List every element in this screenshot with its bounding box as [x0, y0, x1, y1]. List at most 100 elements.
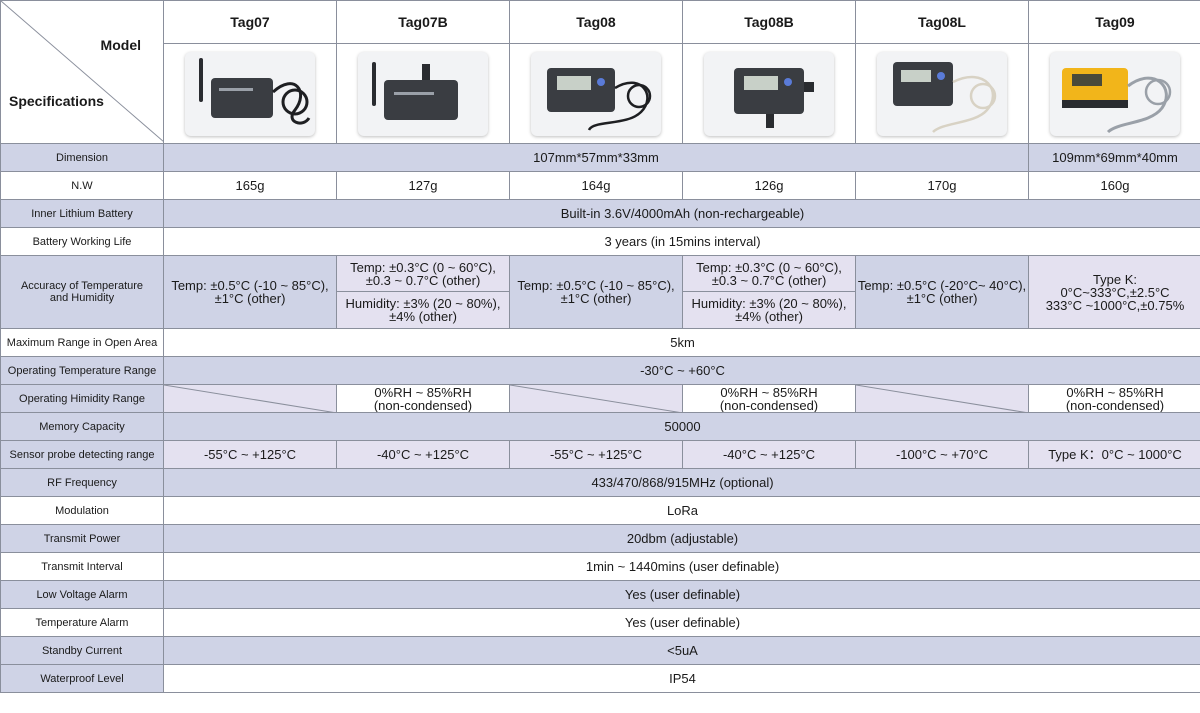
- accuracy-tag09-line3: 333°C ~1000°C,±0.75%: [1045, 297, 1185, 313]
- accuracy-tag08b-temp-line1: Temp: ±0.3°C (0 ~ 60°C),: [696, 259, 842, 275]
- row-label-max-range: Maximum Range in Open Area: [0, 328, 164, 357]
- image-cell-tag08: [509, 43, 683, 144]
- image-cell-tag08b: [682, 43, 856, 144]
- row-op-temp: Operating Temperature Range -30°C ~ +60°…: [0, 356, 1200, 385]
- product-image-tag07: [185, 51, 315, 136]
- op-humidity-tag08b-line2: (non-condensed): [719, 397, 819, 413]
- image-row: [1, 43, 1200, 144]
- value-max-range: 5km: [163, 328, 1200, 357]
- accuracy-tag09-line1: Type K:: [1092, 271, 1138, 287]
- value-op-humidity-tag07-na: [163, 384, 337, 413]
- value-nw-tag08: 164g: [509, 171, 683, 200]
- value-waterproof: IP54: [163, 664, 1200, 693]
- row-label-waterproof: Waterproof Level: [0, 664, 164, 693]
- value-nw-tag08b: 126g: [682, 171, 856, 200]
- row-label-tx-interval: Transmit Interval: [0, 552, 164, 581]
- corner-cell: Model Specifications: [0, 0, 164, 144]
- value-op-humidity-tag08b: 0%RH ~ 85%RH (non-condensed): [682, 384, 856, 413]
- value-modulation: LoRa: [163, 496, 1200, 525]
- accuracy-tag08l-line2: ±1°C (other): [906, 291, 978, 306]
- op-humidity-tag07b-line1: 0%RH ~ 85%RH: [374, 384, 472, 400]
- row-waterproof: Waterproof Level IP54: [0, 664, 1200, 693]
- value-op-humidity-tag08l-na: [855, 384, 1029, 413]
- row-label-temp-alarm: Temperature Alarm: [0, 608, 164, 637]
- accuracy-tag08b-temp: Temp: ±0.3°C (0 ~ 60°C), ±0.3 ~ 0.7°C (o…: [683, 257, 855, 292]
- row-low-voltage: Low Voltage Alarm Yes (user definable): [0, 580, 1200, 609]
- value-nw-tag08l: 170g: [855, 171, 1029, 200]
- accuracy-tag07b-temp-line2: ±0.3 ~ 0.7°C (other): [365, 272, 481, 288]
- row-op-humidity: Operating Himidity Range 0%RH ~ 85%RH (n…: [0, 384, 1200, 413]
- row-label-modulation: Modulation: [0, 496, 164, 525]
- value-accuracy-tag08b: Temp: ±0.3°C (0 ~ 60°C), ±0.3 ~ 0.7°C (o…: [682, 255, 856, 329]
- row-temp-alarm: Temperature Alarm Yes (user definable): [0, 608, 1200, 637]
- accuracy-tag07b-hum-line1: Humidity: ±3% (20 ~ 80%),: [345, 296, 501, 311]
- value-battery-life: 3 years (in 15mins interval): [163, 227, 1200, 256]
- op-humidity-tag09-line1: 0%RH ~ 85%RH: [1066, 384, 1164, 400]
- accuracy-tag08l-line1: Temp: ±0.5°C (-20°C~ 40°C),: [857, 278, 1027, 293]
- header-row: Model Specifications Tag07 Tag07B Tag08 …: [0, 0, 1200, 144]
- spec-table: Model Specifications Tag07 Tag07B Tag08 …: [0, 0, 1200, 693]
- accuracy-tag07b-temp-line1: Temp: ±0.3°C (0 ~ 60°C),: [350, 259, 496, 275]
- accuracy-tag07b-temp: Temp: ±0.3°C (0 ~ 60°C), ±0.3 ~ 0.7°C (o…: [337, 257, 509, 292]
- image-cell-tag07: [163, 43, 337, 144]
- product-image-tag07b: [358, 51, 488, 136]
- row-label-battery: Inner Lithium Battery: [0, 199, 164, 228]
- row-label-low-voltage: Low Voltage Alarm: [0, 580, 164, 609]
- op-humidity-tag09-line2: (non-condensed): [1065, 397, 1165, 413]
- product-image-tag08l: [877, 51, 1007, 136]
- accuracy-tag08-line1: Temp: ±0.5°C (-10 ~ 85°C),: [517, 278, 675, 293]
- product-image-tag08: [531, 51, 661, 136]
- na-diagonal: [510, 385, 677, 412]
- image-cell-tag09: [1028, 43, 1200, 144]
- row-label-op-humidity: Operating Himidity Range: [0, 384, 164, 413]
- value-temp-alarm: Yes (user definable): [163, 608, 1200, 637]
- product-image-tag08b: [704, 51, 834, 136]
- row-label-battery-life: Battery Working Life: [0, 227, 164, 256]
- model-name-tag08l: Tag08L: [855, 0, 1029, 44]
- accuracy-tag08b-hum-line1: Humidity: ±3% (20 ~ 80%),: [691, 296, 847, 311]
- value-standby: <5uA: [163, 636, 1200, 665]
- value-probe-tag08b: -40°C ~ +125°C: [682, 440, 856, 469]
- corner-diagonal: [1, 1, 163, 142]
- value-accuracy-tag07b: Temp: ±0.3°C (0 ~ 60°C), ±0.3 ~ 0.7°C (o…: [336, 255, 510, 329]
- value-accuracy-tag07: Temp: ±0.5°C (-10 ~ 85°C), ±1°C (other): [163, 255, 337, 329]
- row-battery: Inner Lithium Battery Built-in 3.6V/4000…: [0, 199, 1200, 228]
- value-accuracy-tag08: Temp: ±0.5°C (-10 ~ 85°C), ±1°C (other): [509, 255, 683, 329]
- image-cell-tag07b: [336, 43, 510, 144]
- value-nw-tag09: 160g: [1028, 171, 1200, 200]
- value-probe-tag07b: -40°C ~ +125°C: [336, 440, 510, 469]
- row-standby: Standby Current <5uA: [0, 636, 1200, 665]
- value-op-humidity-tag08-na: [509, 384, 683, 413]
- row-label-rf: RF Frequency: [0, 468, 164, 497]
- row-label-tx-power: Transmit Power: [0, 524, 164, 553]
- accuracy-tag08b-hum-line2: ±4% (other): [735, 309, 803, 324]
- accuracy-tag08-line2: ±1°C (other): [560, 291, 632, 306]
- accuracy-tag07-line2: ±1°C (other): [214, 291, 286, 306]
- specifications-header-label: Specifications: [9, 93, 104, 109]
- model-name-tag08b: Tag08B: [682, 0, 856, 44]
- value-probe-tag09: Type K：0°C ~ 1000°C: [1028, 440, 1200, 469]
- na-diagonal: [856, 385, 1023, 412]
- row-label-dimension: Dimension: [0, 143, 164, 172]
- row-modulation: Modulation LoRa: [0, 496, 1200, 525]
- value-tx-interval: 1min ~ 1440mins (user definable): [163, 552, 1200, 581]
- value-op-humidity-tag07b: 0%RH ~ 85%RH (non-condensed): [336, 384, 510, 413]
- row-label-memory: Memory Capacity: [0, 412, 164, 441]
- value-nw-tag07b: 127g: [336, 171, 510, 200]
- value-battery: Built-in 3.6V/4000mAh (non-rechargeable): [163, 199, 1200, 228]
- row-rf: RF Frequency 433/470/868/915MHz (optiona…: [0, 468, 1200, 497]
- accuracy-tag09-line2: 0°C~333°C,±2.5°C: [1060, 284, 1170, 300]
- na-diagonal: [164, 385, 331, 412]
- value-dimension-common: 107mm*57mm*33mm: [163, 143, 1029, 172]
- value-op-temp: -30°C ~ +60°C: [163, 356, 1200, 385]
- value-probe-tag08: -55°C ~ +125°C: [509, 440, 683, 469]
- row-label-accuracy-line2: and Humidity: [49, 292, 115, 304]
- value-memory: 50000: [163, 412, 1200, 441]
- row-label-accuracy-line1: Accuracy of Temperature: [20, 280, 144, 292]
- value-rf: 433/470/868/915MHz (optional): [163, 468, 1200, 497]
- row-label-accuracy: Accuracy of Temperature and Humidity: [0, 255, 164, 329]
- row-dimension: Dimension 107mm*57mm*33mm 109mm*69mm*40m…: [0, 143, 1200, 172]
- row-label-probe: Sensor probe detecting range: [0, 440, 164, 469]
- row-accuracy: Accuracy of Temperature and Humidity Tem…: [0, 255, 1200, 329]
- accuracy-tag07b-hum-line2: ±4% (other): [389, 309, 457, 324]
